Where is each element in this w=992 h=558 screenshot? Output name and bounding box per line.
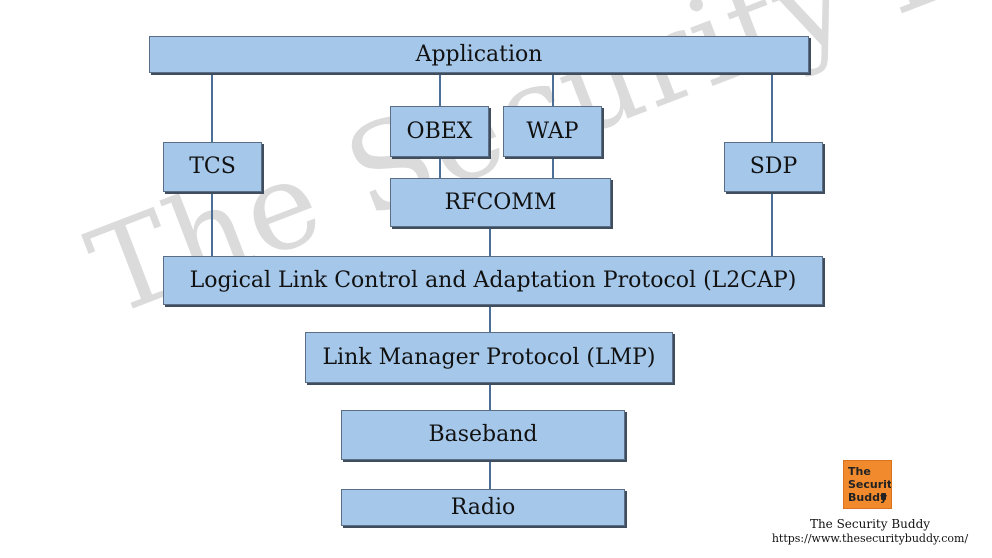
logo-line-buddy: Buddy <box>848 491 888 504</box>
connector-application-obex <box>439 73 441 106</box>
the-security-buddy-logo: The Security Buddy <box>843 460 892 509</box>
brand-name: The Security Buddy <box>809 517 931 531</box>
application-layer-box: Application <box>149 36 809 73</box>
rfcomm-box: RFCOMM <box>390 178 611 227</box>
logo-line-the: The <box>848 465 871 478</box>
brand-url: https://www.thesecuritybuddy.com/ <box>771 532 969 545</box>
connector-tcs-l2cap <box>211 192 213 256</box>
lmp-box: Link Manager Protocol (LMP) <box>305 332 673 383</box>
connector-wap-rfcomm <box>552 157 554 178</box>
sdp-box: SDP <box>724 142 823 192</box>
connector-baseband-radio <box>489 460 491 489</box>
connector-l2cap-lmp <box>489 305 491 332</box>
connector-application-wap <box>552 73 554 106</box>
connector-lmp-baseband <box>489 383 491 410</box>
connector-application-tcs <box>211 73 213 142</box>
tcs-box: TCS <box>163 142 262 192</box>
l2cap-box: Logical Link Control and Adaptation Prot… <box>163 256 823 305</box>
connector-rfcomm-l2cap <box>489 227 491 256</box>
connector-obex-rfcomm <box>439 157 441 178</box>
connector-application-sdp <box>771 73 773 142</box>
radio-box: Radio <box>341 489 625 526</box>
connector-sdp-l2cap <box>771 192 773 256</box>
lock-icon <box>881 493 886 500</box>
logo-line-security: Security <box>848 478 892 491</box>
wap-box: WAP <box>503 106 602 157</box>
obex-box: OBEX <box>390 106 489 157</box>
baseband-box: Baseband <box>341 410 625 460</box>
